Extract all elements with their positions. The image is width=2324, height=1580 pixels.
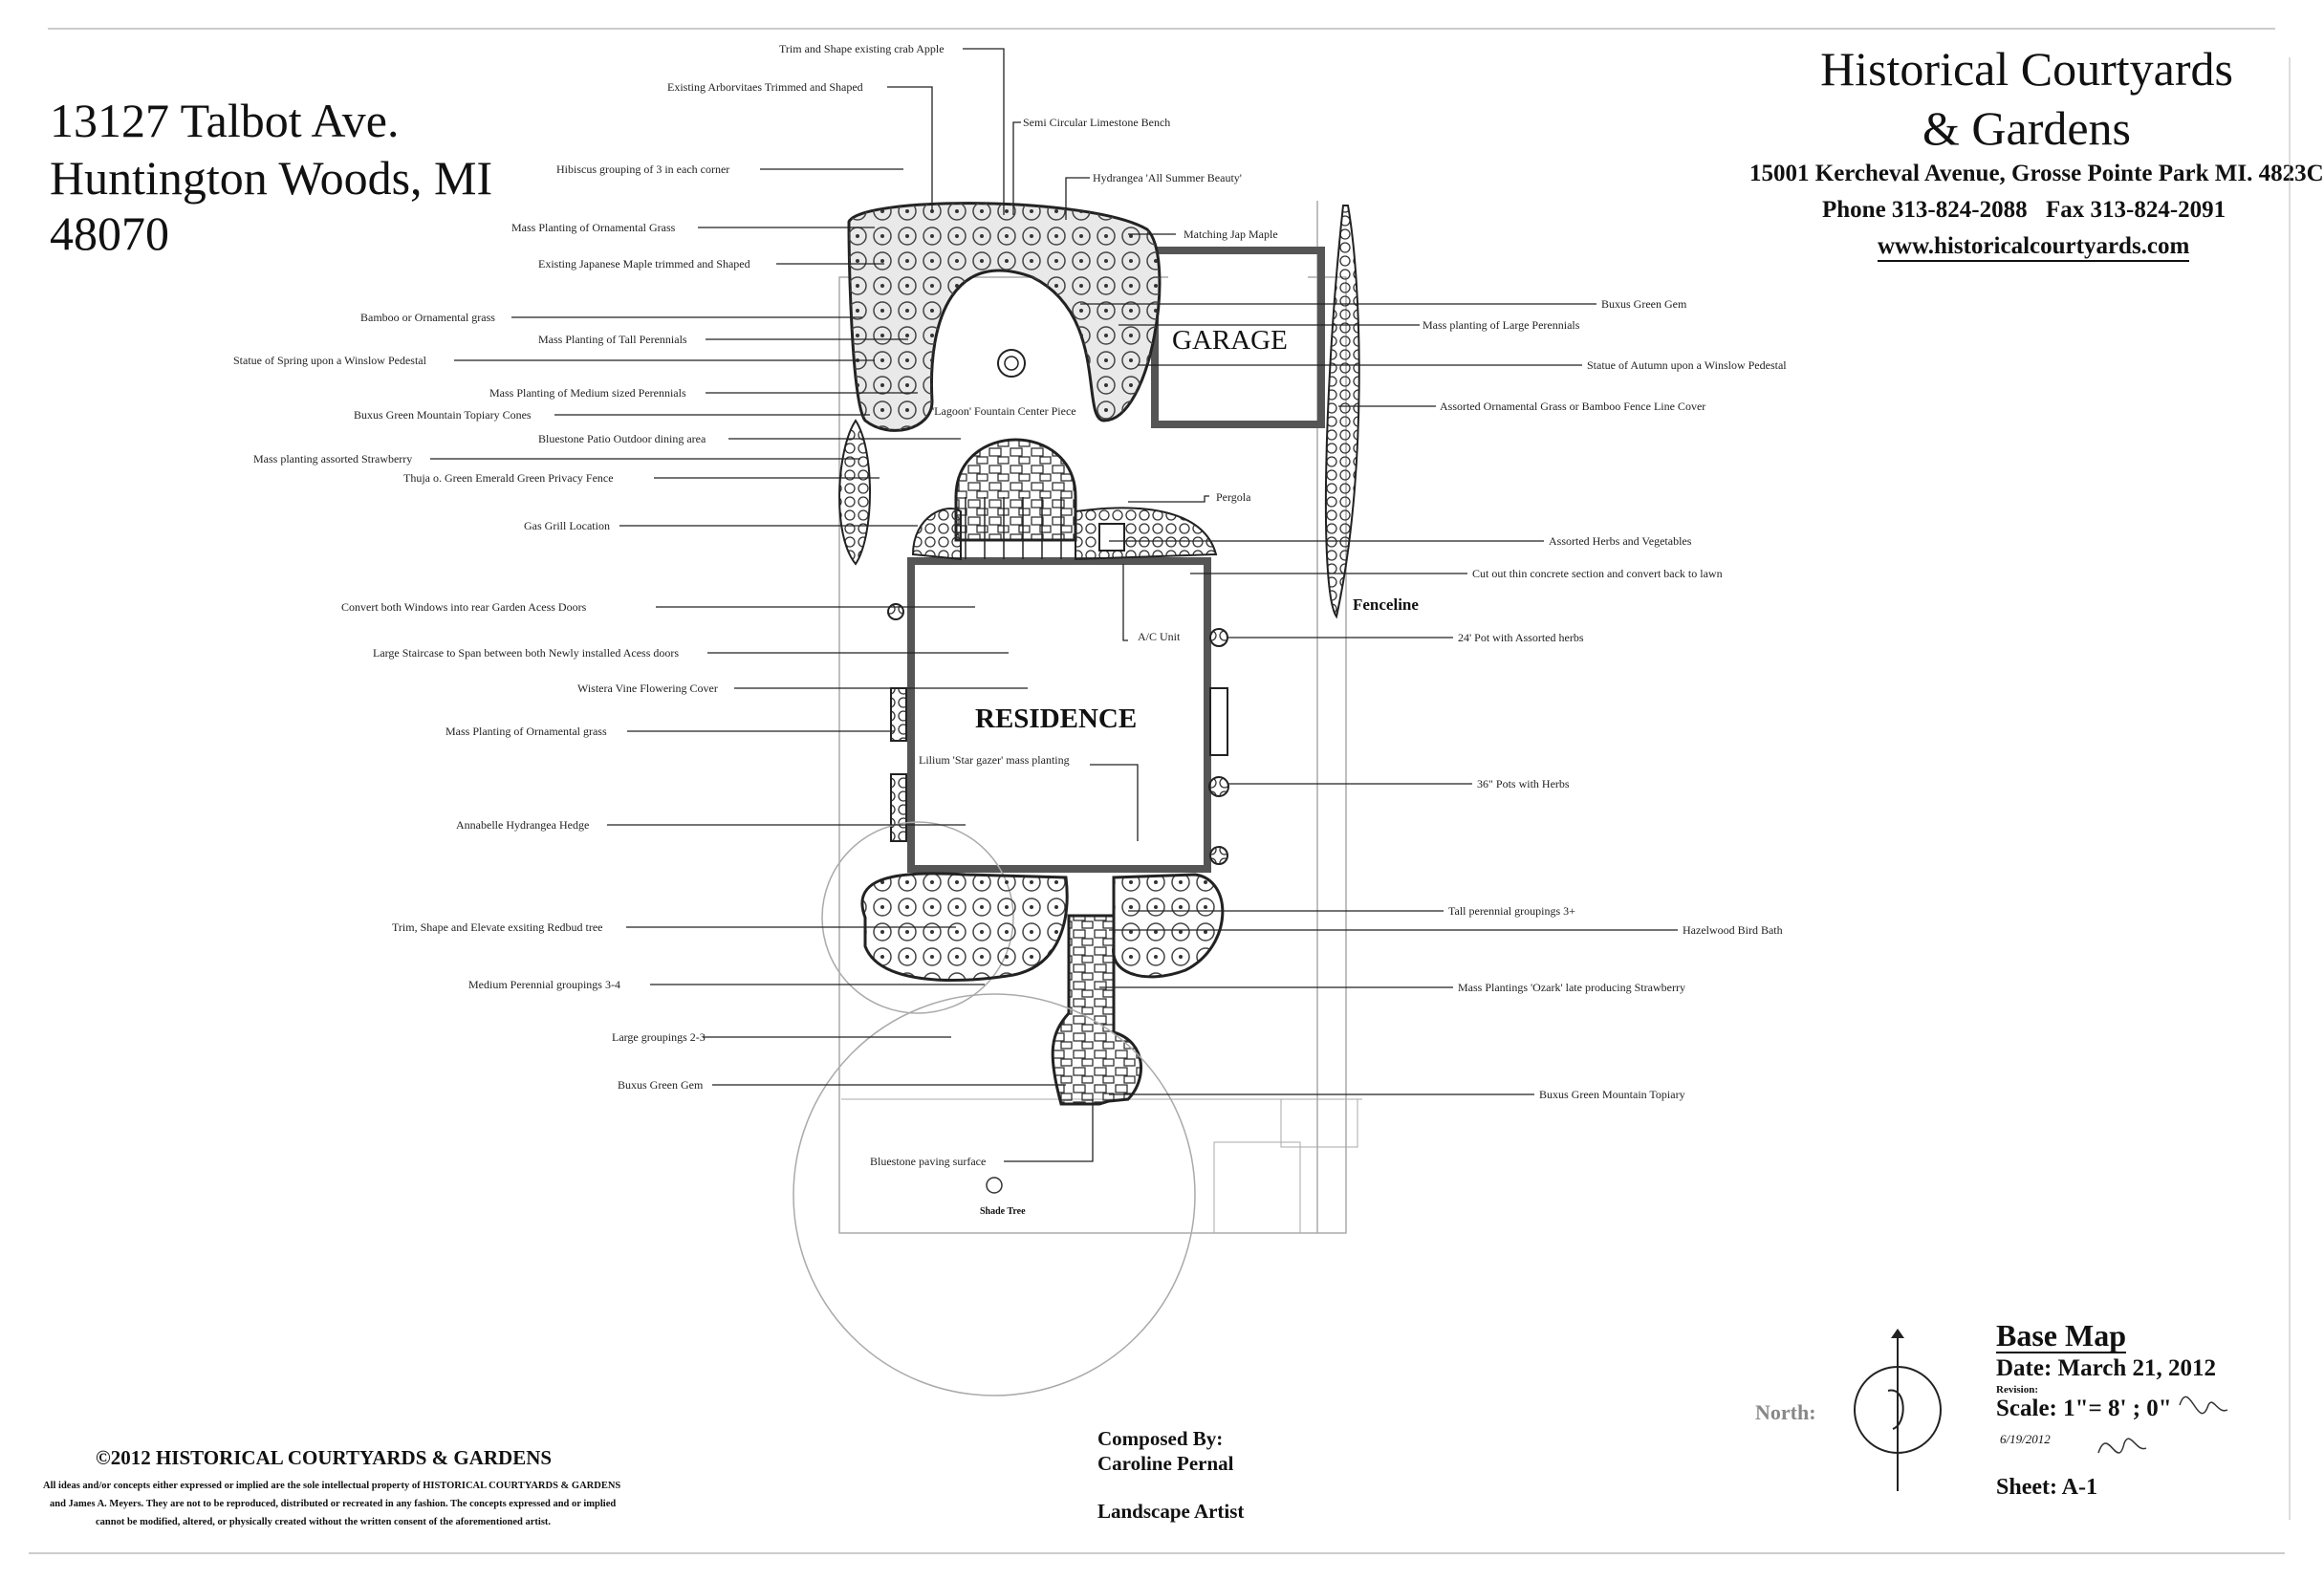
- address-line1: 13127 Talbot Ave.: [50, 94, 400, 147]
- note-redbud: Trim, Shape and Elevate exsiting Redbud …: [392, 920, 603, 934]
- title-scale: Scale: 1"= 8' ; 0": [1996, 1396, 2172, 1421]
- company-fax: Fax 313-824-2091: [2046, 197, 2226, 223]
- shade-tree-canopy: [793, 993, 1196, 1396]
- title-revision-date: 6/19/2012: [2000, 1432, 2051, 1446]
- note-fountain: 'Lagoon' Fountain Center Piece: [932, 404, 1076, 418]
- composer-name: Caroline Pernal: [1097, 1452, 1234, 1475]
- north-label: North:: [1755, 1400, 1816, 1424]
- note-statue-spring: Statue of Spring upon a Winslow Pedestal: [233, 354, 426, 367]
- address-line2: Huntington Woods, MI: [50, 151, 493, 205]
- note-tall-perennial-groupings: Tall perennial groupings 3+: [1448, 904, 1575, 918]
- title-base-map: Base Map: [1996, 1318, 2126, 1353]
- note-cut-concrete: Cut out thin concrete section and conver…: [1472, 567, 1723, 580]
- note-crab-apple: Trim and Shape existing crab Apple: [779, 42, 945, 55]
- note-bamboo: Bamboo or Ornamental grass: [360, 311, 495, 324]
- note-topiary-cones: Buxus Green Mountain Topiary Cones: [354, 408, 532, 422]
- pot-36-herbs: [1208, 776, 1229, 797]
- note-convert-windows: Convert both Windows into rear Garden Ac…: [341, 600, 587, 614]
- note-statue-autumn: Statue of Autumn upon a Winslow Pedestal: [1587, 358, 1787, 372]
- copyright-heading: ©2012 HISTORICAL COURTYARDS & GARDENS: [96, 1446, 553, 1469]
- bluestone-patio: [954, 438, 1077, 542]
- note-gas-grill: Gas Grill Location: [524, 519, 610, 532]
- lower-left-garden-bed: [860, 872, 1069, 983]
- note-ornamental-grass-2: Mass Planting of Ornamental grass: [445, 725, 607, 738]
- residence-label: RESIDENCE: [975, 703, 1138, 734]
- lower-right-garden-bed: [1112, 873, 1225, 979]
- note-jap-maple: Matching Jap Maple: [1184, 227, 1278, 241]
- note-bluestone-patio: Bluestone Patio Outdoor dining area: [538, 432, 706, 445]
- company-phone: Phone 313-824-2088: [1822, 197, 2028, 223]
- composer-role: Landscape Artist: [1097, 1500, 1245, 1523]
- address-line3: 48070: [50, 206, 169, 260]
- fenceline-cover: [1324, 205, 1360, 619]
- note-pergola: Pergola: [1216, 490, 1251, 504]
- note-bird-bath: Hazelwood Bird Bath: [1683, 923, 1783, 937]
- company-website[interactable]: www.historicalcourtyards.com: [1878, 233, 2190, 262]
- fenceline-label: Fenceline: [1353, 595, 1419, 614]
- note-strawberry: Mass planting assorted Strawberry: [253, 452, 413, 465]
- note-tall-perennials: Mass Planting of Tall Perennials: [538, 333, 687, 346]
- copyright-line1: All ideas and/or concepts either express…: [43, 1481, 621, 1491]
- shade-tree-trunk: [986, 1177, 1003, 1194]
- note-24-pot: 24' Pot with Assorted herbs: [1458, 631, 1584, 644]
- residence-building: [907, 557, 1211, 873]
- note-arborvitaes: Existing Arborvitaes Trimmed and Shaped: [667, 80, 863, 94]
- note-bluestone-paving: Bluestone paving surface: [870, 1155, 987, 1168]
- note-36-pots: 36" Pots with Herbs: [1477, 777, 1570, 790]
- note-large-groupings: Large groupings 2-3: [612, 1030, 706, 1044]
- fountain-centerpiece: [997, 349, 1026, 378]
- garage-label: GARAGE: [1172, 325, 1288, 356]
- copyright-line2: and James A. Meyers. They are not to be …: [50, 1499, 617, 1509]
- note-herbs-vegetables: Assorted Herbs and Vegetables: [1549, 534, 1692, 548]
- ac-unit: [1098, 523, 1125, 552]
- composed-by-label: Composed By:: [1097, 1427, 1224, 1450]
- title-date: Date: March 21, 2012: [1996, 1355, 2217, 1381]
- company-name-line1: Historical Courtyards: [1820, 42, 2233, 96]
- note-ornamental-grass: Mass Planting of Ornamental Grass: [511, 221, 676, 234]
- note-fence-line-cover: Assorted Ornamental Grass or Bamboo Fenc…: [1440, 400, 1706, 413]
- pot-24-herbs: [1209, 628, 1228, 647]
- note-ac-unit: A/C Unit: [1138, 630, 1181, 643]
- title-sheet: Sheet: A-1: [1996, 1475, 2097, 1500]
- note-hibiscus: Hibiscus grouping of 3 in each corner: [556, 162, 730, 176]
- note-medium-perennials: Mass Planting of Medium sized Perennials: [489, 386, 686, 400]
- copyright-line3: cannot be modified, altered, or physical…: [96, 1517, 552, 1527]
- shade-tree-label: Shade Tree: [980, 1206, 1026, 1217]
- note-privacy-fence: Thuja o. Green Emerald Green Privacy Fen…: [403, 471, 614, 485]
- company-name-line2: & Gardens: [1922, 101, 2131, 155]
- note-large-perennials: Mass planting of Large Perennials: [1423, 318, 1580, 332]
- note-annabelle-hedge: Annabelle Hydrangea Hedge: [456, 818, 590, 832]
- note-limestone-bench: Semi Circular Limestone Bench: [1023, 116, 1171, 129]
- note-japanese-maple: Existing Japanese Maple trimmed and Shap…: [538, 257, 750, 271]
- privacy-fence-hedge: [838, 419, 871, 566]
- signature-mark: [2179, 1396, 2228, 1415]
- note-green-mountain-topiary: Buxus Green Mountain Topiary: [1539, 1088, 1685, 1101]
- company-street: 15001 Kercheval Avenue, Grosse Pointe Pa…: [1749, 161, 2324, 186]
- note-buxus-gem-right: Buxus Green Gem: [1601, 297, 1687, 311]
- note-ozark-strawberry: Mass Plantings 'Ozark' late producing St…: [1458, 981, 1685, 994]
- note-wisteria: Wistera Vine Flowering Cover: [577, 682, 718, 695]
- note-lilium: Lilium 'Star gazer' mass planting: [919, 753, 1070, 767]
- bluestone-walkway: [1051, 914, 1142, 1106]
- note-medium-groupings: Medium Perennial groupings 3-4: [468, 978, 620, 991]
- note-hydrangea: Hydrangea 'All Summer Beauty': [1093, 171, 1242, 184]
- note-buxus-gem-left: Buxus Green Gem: [618, 1078, 704, 1092]
- title-revision-label: Revision:: [1996, 1384, 2038, 1396]
- note-staircase: Large Staircase to Span between both New…: [373, 646, 680, 660]
